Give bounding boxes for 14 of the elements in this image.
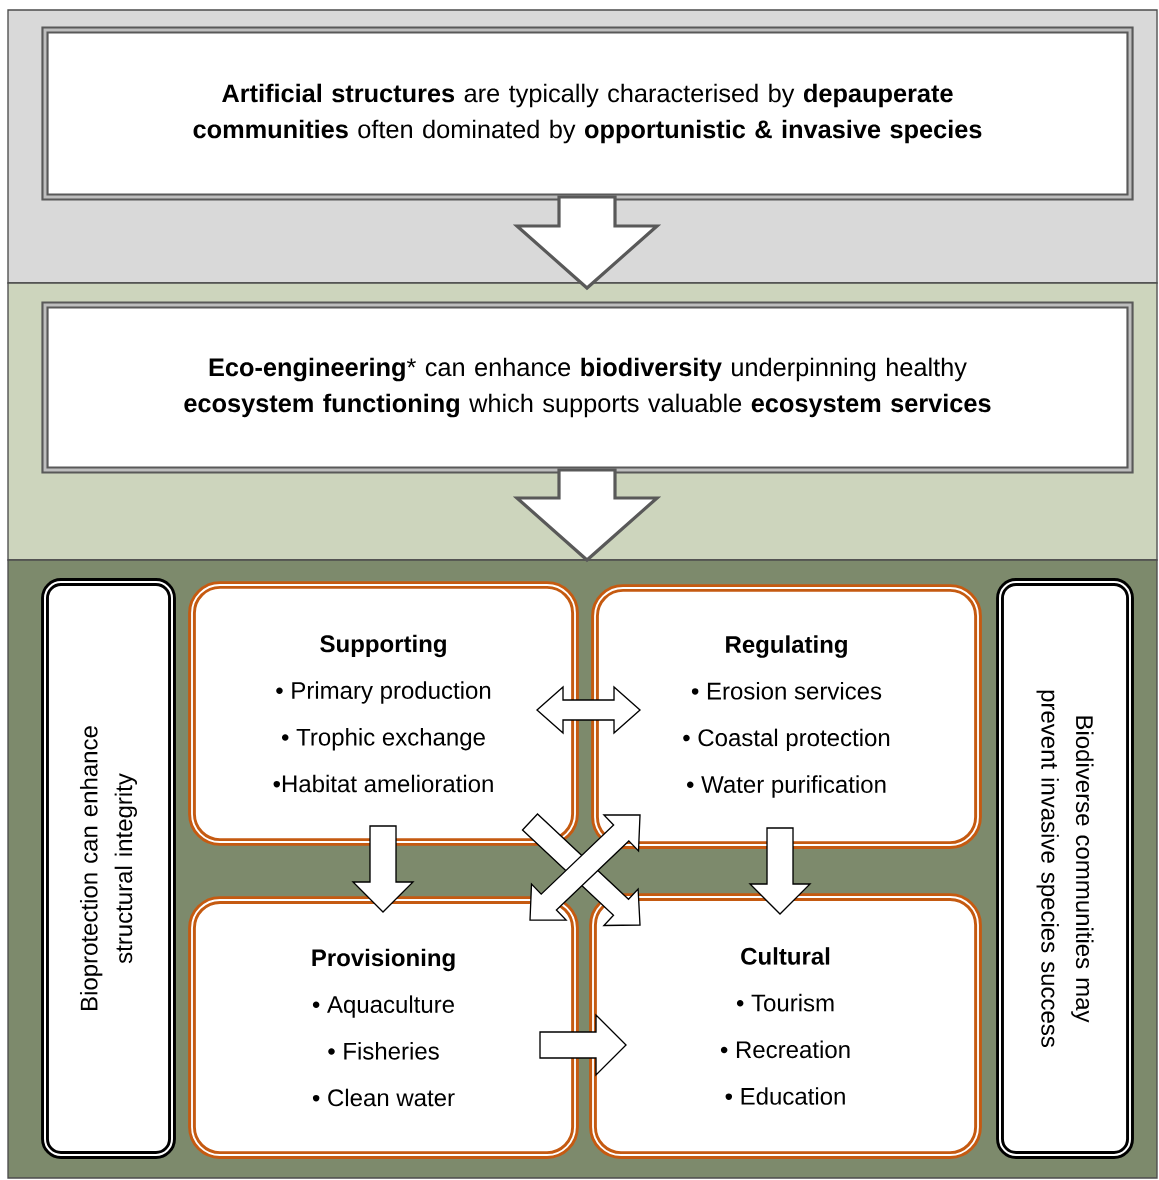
- statement-box: Eco-engineering* can enhance biodiversity underpinning healthy ecosystem functioning which supports valuable ecosystem services: [41, 301, 1134, 474]
- block-arrow: [512, 195, 662, 291]
- service-box: Supporting • Primary production • Trophic exchange •Habitat amelioration: [188, 581, 579, 846]
- side-box: Bioprotection can enhance structural integrity: [41, 578, 176, 1159]
- statement-box: Artificial structures are typically characterised by depauperate communities often dominated by opportunistic & invasive species: [41, 26, 1134, 201]
- block-arrow: [351, 825, 415, 913]
- service-box: Cultural • Tourism • Recreation • Education: [589, 893, 982, 1159]
- side-box: Biodiverse communities may prevent invasive species success: [996, 578, 1134, 1159]
- service-box: Regulating • Erosion services • Coastal protection • Water purification: [591, 584, 982, 849]
- block-arrow: [539, 1013, 627, 1077]
- block-arrow: [536, 685, 641, 735]
- block-arrow: [512, 468, 662, 563]
- service-box: Provisioning • Aquaculture • Fisheries • Clean water: [188, 896, 579, 1159]
- block-arrow: [748, 827, 812, 915]
